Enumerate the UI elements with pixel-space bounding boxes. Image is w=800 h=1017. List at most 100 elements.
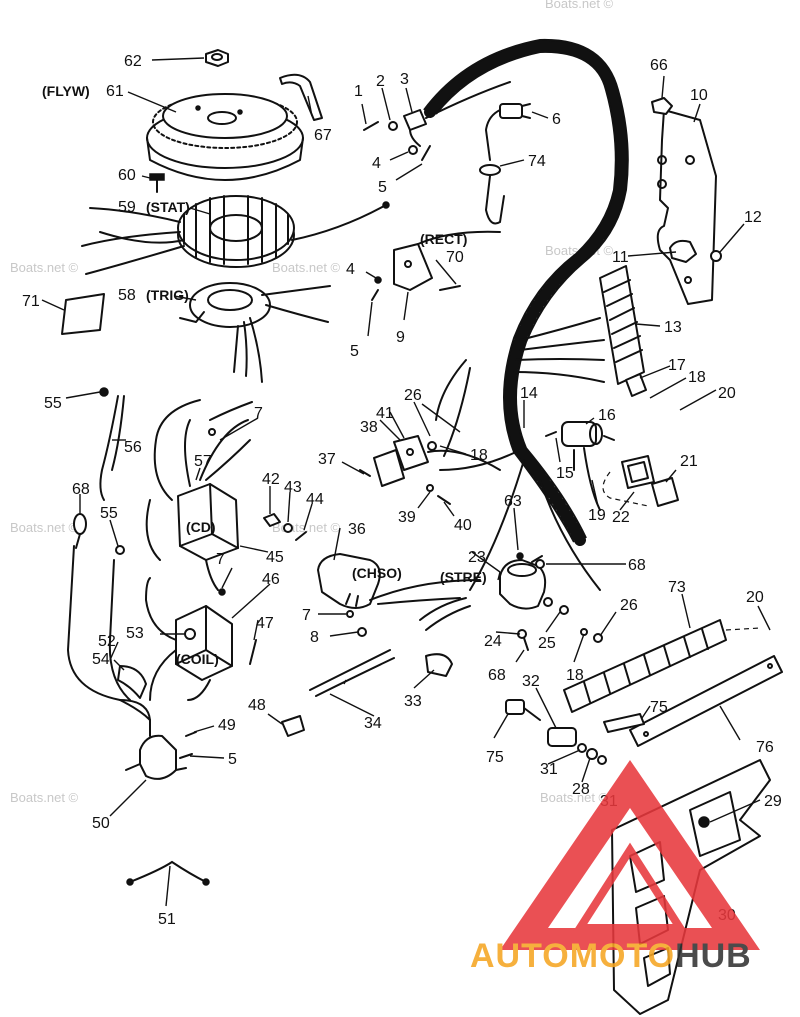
part-label: 23 xyxy=(468,549,486,566)
leader-lines xyxy=(41,57,771,907)
bracket-hardware-top xyxy=(363,81,511,161)
solenoid-bolts xyxy=(517,559,545,651)
part-label: 44 xyxy=(306,491,324,508)
part-label: 66 xyxy=(650,57,668,74)
decal xyxy=(61,293,105,335)
fuse-assembly xyxy=(547,727,607,765)
part-label: 49 xyxy=(218,717,236,734)
ignition-coil xyxy=(144,577,233,701)
brand-logo-inner xyxy=(572,842,688,932)
switch-plate xyxy=(602,455,679,507)
part-label: 68 xyxy=(72,481,90,498)
stator-screw xyxy=(149,173,165,193)
mounting-bracket xyxy=(656,109,717,305)
screw-5c xyxy=(179,753,193,759)
part-label: 3 xyxy=(400,71,409,88)
part-label: 54 xyxy=(92,651,110,668)
part-label: 4 xyxy=(346,261,355,278)
part-label: 60 xyxy=(118,167,136,184)
watermark-text: Boats.net © xyxy=(272,260,341,275)
part-label: 22 xyxy=(612,509,630,526)
cable-clamp xyxy=(669,239,722,263)
screw-55b xyxy=(115,545,125,555)
part-label: 43 xyxy=(284,479,302,496)
wire-clip xyxy=(479,164,505,225)
wire-52 xyxy=(66,545,151,721)
part-label: 5 xyxy=(228,751,237,768)
part-label: 76 xyxy=(756,739,774,756)
part-label: 7 xyxy=(254,405,263,422)
boot-54 xyxy=(117,665,147,699)
ignition-switch xyxy=(545,421,615,511)
tag-coil: (COIL) xyxy=(176,651,219,667)
wiring-harness xyxy=(409,38,629,591)
screw-47 xyxy=(249,639,257,665)
part-label: 57 xyxy=(194,453,212,470)
part-label: 28 xyxy=(572,781,590,798)
temperature-sender xyxy=(484,103,531,161)
choke-solenoid xyxy=(317,553,481,609)
part-label: 74 xyxy=(528,153,546,170)
jumper-wire xyxy=(126,860,210,886)
ground-wire xyxy=(99,395,119,501)
part-label: 47 xyxy=(256,615,274,632)
screw-49 xyxy=(185,731,197,737)
part-label: 46 xyxy=(262,571,280,588)
part-label: 21 xyxy=(680,453,698,470)
part-label: 68 xyxy=(628,557,646,574)
watermark-text: Boats.net © xyxy=(540,790,609,805)
tag-stator: (STAT) xyxy=(146,199,190,215)
part-label: 42 xyxy=(262,471,280,488)
part-label: 55 xyxy=(44,395,62,412)
part-label: 33 xyxy=(404,693,422,710)
part-label: 10 xyxy=(690,87,708,104)
part-label: 75 xyxy=(486,749,504,766)
cd-module xyxy=(145,399,253,596)
watermark-text: Boats.net © xyxy=(10,520,79,535)
part-label: 9 xyxy=(396,329,405,346)
part-label: 6 xyxy=(552,111,561,128)
part-label: 15 xyxy=(556,465,574,482)
part-label: 56 xyxy=(124,439,142,456)
terminal-strip xyxy=(563,619,761,713)
part-label: 17 xyxy=(668,357,686,374)
clip-66 xyxy=(651,97,673,115)
part-label: 5 xyxy=(350,343,359,360)
part-label: 51 xyxy=(158,911,176,928)
screw-8 xyxy=(357,627,367,637)
screw-55 xyxy=(99,387,109,397)
part-label: 26 xyxy=(620,597,638,614)
fuse-holder xyxy=(505,699,645,733)
part-label: 25 xyxy=(538,635,556,652)
brand-name: AUTOMOTOHUB xyxy=(470,937,752,975)
part-label: 53 xyxy=(126,625,144,642)
part-label: 7 xyxy=(302,607,311,624)
part-label: 40 xyxy=(454,517,472,534)
part-label: 29 xyxy=(764,793,782,810)
part-label: 62 xyxy=(124,53,142,70)
part-label: 18 xyxy=(470,447,488,464)
part-label: 39 xyxy=(398,509,416,526)
part-label: 59 xyxy=(118,199,136,216)
screw-7b xyxy=(346,610,354,618)
part-label: 36 xyxy=(348,521,366,538)
part-label: 12 xyxy=(744,209,762,226)
brand-logo: AUTOMOTOHUB xyxy=(470,760,760,975)
jumper-17 xyxy=(625,373,647,397)
part-label: 18 xyxy=(688,369,706,386)
wire-52b xyxy=(108,559,131,701)
part-label: 1 xyxy=(354,83,363,100)
part-label: 52 xyxy=(98,633,116,650)
part-label: 11 xyxy=(612,249,629,266)
screw-7 xyxy=(208,428,216,436)
flywheel xyxy=(146,93,304,181)
part-label: 18 xyxy=(566,667,584,684)
terminal-68-left xyxy=(73,513,87,549)
part-number-labels: 62 61 67 60 59 58 71 1 2 3 4 5 6 74 66 1… xyxy=(22,53,782,928)
part-label: 75 xyxy=(650,699,668,716)
part-label: 24 xyxy=(484,633,502,650)
part-label: 45 xyxy=(266,549,284,566)
part-label: 32 xyxy=(522,673,540,690)
part-label: 14 xyxy=(520,385,538,402)
